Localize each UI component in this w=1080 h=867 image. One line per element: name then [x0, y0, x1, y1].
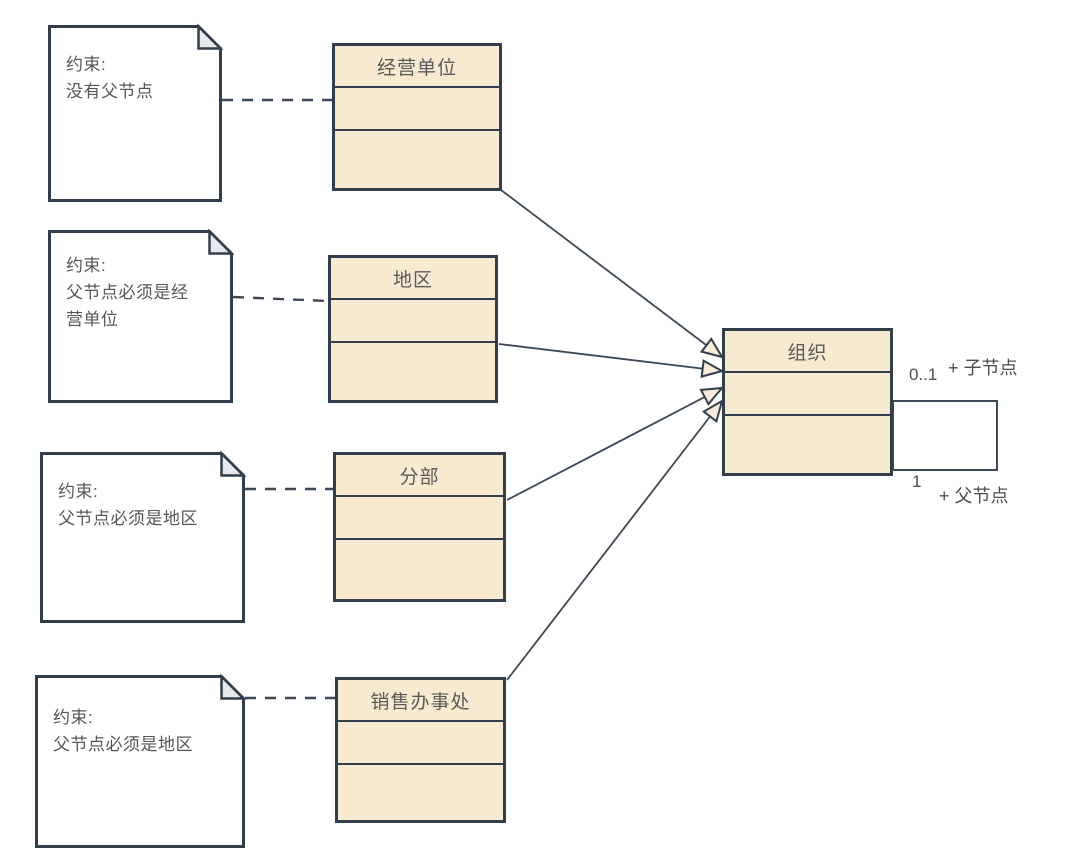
note-outline — [48, 230, 233, 403]
class-attributes-compartment — [336, 497, 503, 540]
class-attributes-compartment — [331, 300, 495, 343]
class-title: 地区 — [331, 258, 495, 300]
note-fold-corner-icon — [208, 228, 235, 255]
class-box-organization: 组织 — [722, 328, 893, 476]
note-outline — [40, 452, 245, 623]
note-text: 约束: 父节点必须是地区 — [58, 478, 231, 532]
uml-note-parent-must-be-region-2: 约束: 父节点必须是地区 — [35, 673, 247, 848]
generalization-line-division — [506, 386, 725, 501]
note-line: 父节点必须是经 — [66, 283, 189, 302]
parent-role-label: + 父节点 — [939, 486, 1009, 506]
child-role-label: + 子节点 — [948, 358, 1018, 378]
note-line: 没有父节点 — [66, 82, 154, 101]
uml-note-no-parent: 约束: 没有父节点 — [48, 23, 224, 202]
class-attributes-compartment — [335, 88, 499, 131]
parent-multiplicity-label: 1 — [912, 472, 922, 491]
class-box-region: 地区 — [328, 255, 498, 403]
note-connector-2 — [232, 295, 329, 303]
note-line: 约束: — [53, 708, 94, 727]
note-fold-corner-icon — [220, 673, 247, 700]
note-line: 父节点必须是地区 — [53, 735, 193, 754]
class-box-division: 分部 — [333, 452, 506, 602]
note-fold-corner-icon — [197, 23, 224, 50]
class-attributes-compartment — [338, 722, 503, 765]
note-line: 约束: — [58, 482, 99, 501]
uml-note-parent-must-be-region-1: 约束: 父节点必须是地区 — [40, 450, 247, 623]
note-outline — [35, 675, 245, 848]
self-association-line — [892, 400, 998, 471]
generalization-line-sales-office — [506, 398, 724, 681]
class-title: 分部 — [336, 455, 503, 497]
class-box-sales-office: 销售办事处 — [335, 677, 506, 823]
class-title: 销售办事处 — [338, 680, 503, 722]
note-line: 营单位 — [66, 310, 119, 329]
note-text: 约束: 父节点必须是地区 — [53, 704, 231, 758]
note-line: 父节点必须是地区 — [58, 509, 198, 528]
class-title: 经营单位 — [335, 46, 499, 88]
child-multiplicity-label: 0..1 — [909, 365, 938, 384]
generalization-line-region — [498, 343, 725, 378]
note-outline — [48, 25, 222, 202]
note-line: 约束: — [66, 55, 107, 74]
note-fold-corner-icon — [220, 450, 247, 477]
uml-note-parent-must-be-business-unit: 约束: 父节点必须是经 营单位 — [48, 228, 235, 403]
note-line: 约束: — [66, 256, 107, 275]
generalization-line-business-unit — [500, 189, 725, 359]
note-text: 约束: 没有父节点 — [66, 51, 208, 105]
class-attributes-compartment — [725, 373, 890, 416]
note-text: 约束: 父节点必须是经 营单位 — [66, 252, 219, 333]
class-box-business-unit: 经营单位 — [332, 43, 502, 191]
class-title: 组织 — [725, 331, 890, 373]
